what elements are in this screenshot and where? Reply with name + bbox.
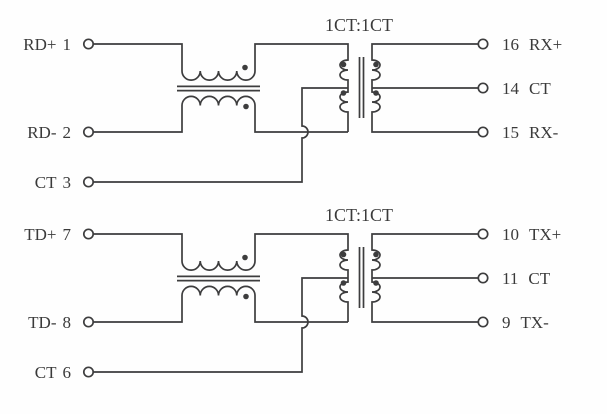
primary-center-tap-wire: [93, 87, 348, 183]
pin-name: RD-: [27, 123, 57, 142]
pin-label-10-tx-plus: 10 TX+: [502, 225, 561, 244]
pin-label-rd-plus: RD+ 1: [23, 35, 71, 54]
ratio-label-transmit: 1CT:1CT: [325, 205, 393, 225]
primary-dot-lower: [340, 90, 347, 96]
primary-dot-upper: [340, 61, 347, 68]
choke-dot-bottom: [243, 103, 249, 110]
pin-label-ct6: CT 6: [35, 363, 71, 382]
pin-number: 3: [63, 173, 72, 192]
pin-name: CT: [529, 79, 551, 98]
pin-name: RD+: [23, 35, 56, 54]
pin-number: 8: [63, 313, 72, 332]
pin-label-9-tx-minus: 9 TX-: [502, 313, 549, 332]
secondary-dot-upper: [373, 61, 379, 68]
secondary-winding-wire: [371, 43, 479, 133]
pin-label-11-ct: 11 CT: [502, 269, 551, 288]
pin-number: 2: [63, 123, 72, 142]
terminal-left-top: [82, 38, 95, 50]
pin-number: 11: [502, 269, 518, 288]
pin-number: 1: [63, 35, 72, 54]
pin-name: CT: [35, 363, 57, 382]
pin-number: 9: [502, 313, 511, 332]
pin-name: TX+: [529, 225, 561, 244]
pin-number: 6: [63, 363, 72, 382]
pin-number: 7: [63, 225, 72, 244]
input-negative-wire: [93, 95, 348, 133]
input-positive-wire: [93, 43, 349, 132]
pin-label-14-ct: 14 CT: [502, 79, 551, 98]
channel-circuit: [82, 38, 489, 188]
terminal-left-bottom: [82, 126, 95, 138]
pin-name: TD+: [24, 225, 56, 244]
terminal-right-top: [477, 38, 489, 50]
pin-label-15-rx-minus: 15 RX-: [502, 123, 559, 142]
pin-label-td-minus: TD- 8: [28, 313, 71, 332]
polarity-dots: [242, 61, 379, 110]
pin-label-16-rx-plus: 16 RX+: [502, 35, 562, 54]
terminal-right-bottom: [477, 126, 489, 138]
pin-label-ct3: CT 3: [35, 173, 71, 192]
choke-dot-top: [242, 64, 248, 71]
pin-number: 15: [502, 123, 519, 142]
secondary-dot-lower: [373, 90, 379, 96]
pin-label-td-plus: TD+ 7: [24, 225, 71, 244]
terminal-circles: [82, 38, 489, 188]
pin-name: TX-: [521, 313, 550, 332]
pin-name: CT: [528, 269, 550, 288]
pin-number: 14: [502, 79, 520, 98]
pin-name: RX-: [529, 123, 559, 142]
terminal-right-ct: [477, 82, 489, 94]
pin-name: CT: [35, 173, 57, 192]
pin-number: 10: [502, 225, 519, 244]
pin-label-rd-minus: RD- 2: [27, 123, 71, 142]
choke-core-lines: [177, 85, 260, 92]
transformer-core-lines: [358, 57, 365, 118]
terminal-left-ct: [82, 176, 95, 188]
ratio-label-receive: 1CT:1CT: [325, 15, 393, 35]
pin-name: RX+: [529, 35, 562, 54]
pin-number: 16: [502, 35, 519, 54]
pin-name: TD-: [28, 313, 57, 332]
channel-circuit-transmit: [82, 228, 489, 378]
